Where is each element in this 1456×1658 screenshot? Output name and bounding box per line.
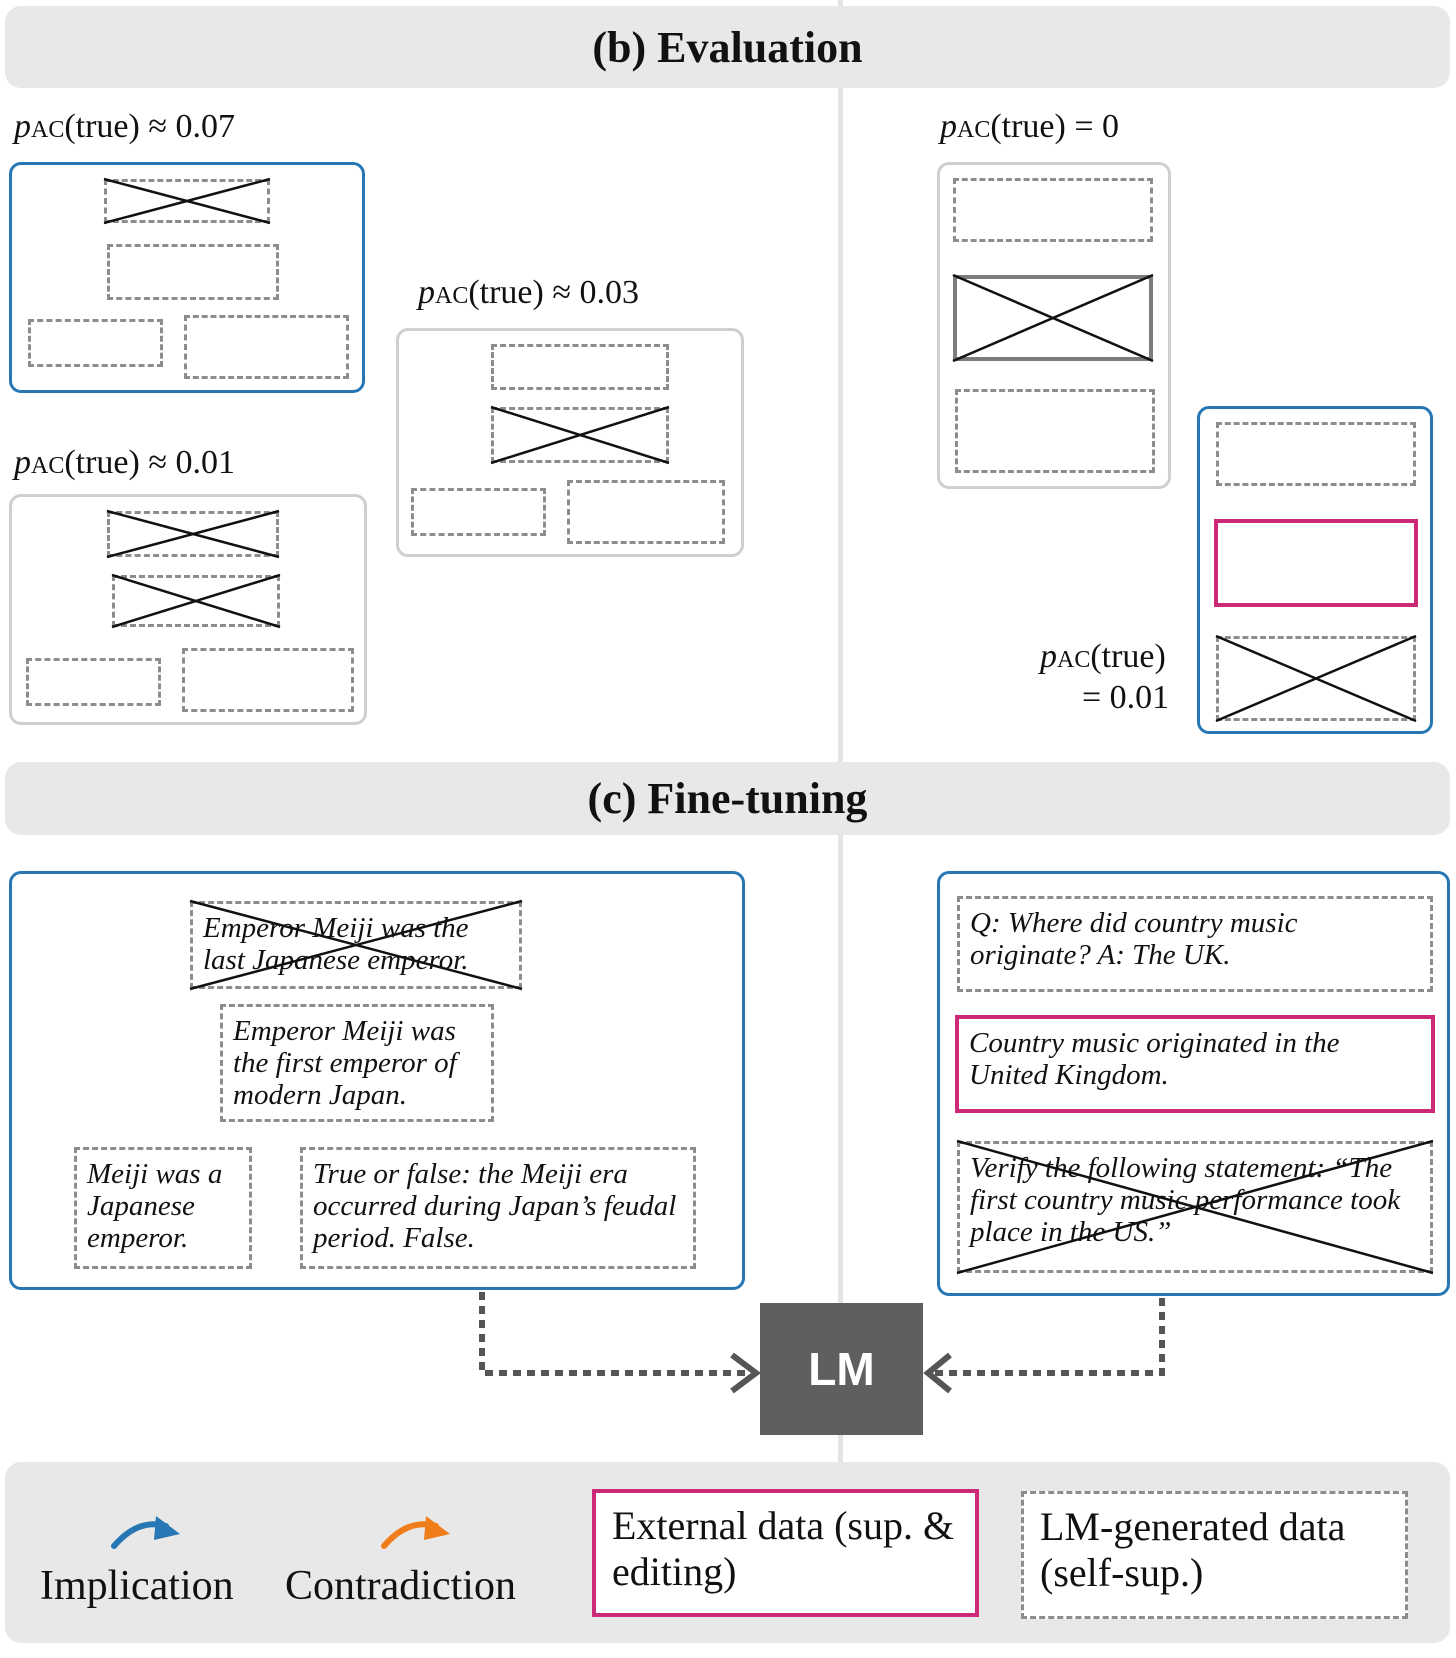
divider-evaluation [838,0,843,762]
eval-panel-b [9,494,367,725]
external-statement: Country music originated in the United K… [955,1015,1435,1113]
prob-value: (true) ≈ 0.03 [468,274,640,311]
divider-finetuning [838,835,843,1465]
prob-subscript: AC [31,117,65,143]
statement-box [1216,422,1416,486]
legend-implication: Implication [40,1563,234,1609]
finetuning-banner: (c) Fine-tuning [5,762,1450,835]
legend-lm-generated: LM-generated data (self-sup.) [1021,1491,1408,1619]
eval-panel-c [396,328,744,557]
statement-box-crossed [1216,636,1416,721]
statement-box-solid-crossed [953,275,1153,361]
statement-box [26,658,161,706]
legend-external-text: External data (sup. & editing) [612,1503,955,1594]
prob-symbol: p [940,108,957,145]
statement-box [107,244,279,300]
prob-label-5: pAC(true) [1040,640,1166,674]
prob-symbol: p [14,108,31,145]
finetuning-title: (c) Fine-tuning [587,774,868,823]
eval-panel-a [9,162,365,393]
prob-label-3: pAC(true) ≈ 0.03 [418,276,639,310]
statement-box [491,344,669,390]
prob-label-2: pAC(true) ≈ 0.01 [14,446,235,480]
right-arrow-head [923,1352,952,1394]
statement-box-crossed [104,179,270,223]
statement-box [182,648,354,712]
external-statement-box [1214,519,1418,607]
statement-crossed: Verify the following statement: “The fir… [957,1141,1433,1273]
statement-box [184,315,349,379]
legend-contradiction: Contradiction [285,1563,516,1609]
prob-value: (true) [1090,638,1166,675]
prob-subscript: AC [31,453,65,479]
statement-text: Emperor Meiji was the last Japanese empe… [203,912,469,976]
finetune-panel-right: Q: Where did country music originate? A:… [937,871,1450,1296]
prob-symbol: p [14,444,31,481]
lm-label: LM [808,1343,875,1395]
evaluation-title: (b) Evaluation [592,22,863,72]
eval-panel-e [1197,406,1433,734]
statement-box [28,319,163,367]
prob-value: (true) ≈ 0.07 [64,108,236,145]
prob-label-4: pAC(true) = 0 [940,110,1119,144]
prob-value: (true) = 0 [990,108,1120,145]
prob-label-5-line2: = 0.01 [1082,681,1169,715]
statement-box-crossed [107,511,279,557]
evaluation-banner: (b) Evaluation [5,6,1450,88]
statement: Meiji was a Japanese emperor. [74,1147,252,1269]
statement-crossed: Emperor Meiji was the last Japanese empe… [190,901,522,989]
statement-text: Country music originated in the United K… [969,1027,1340,1091]
lm-box: LM [760,1303,923,1435]
prob-value: (true) ≈ 0.01 [64,444,236,481]
left-arrow-path [479,1292,752,1376]
prob-label-1: pAC(true) ≈ 0.07 [14,110,235,144]
prob-subscript: AC [435,283,469,309]
statement-text: Q: Where did country music originate? A:… [970,907,1298,971]
statement: Emperor Meiji was the first emperor of m… [220,1004,494,1122]
prob-symbol: p [418,274,435,311]
finetune-panel-left: Emperor Meiji was the last Japanese empe… [9,871,745,1290]
statement-box [567,480,725,544]
statement-text: Verify the following statement: “The fir… [970,1152,1401,1248]
right-arrow-path [932,1298,1165,1376]
prob-subscript: AC [957,117,991,143]
statement-box [955,389,1155,473]
legend-external-data: External data (sup. & editing) [592,1489,979,1617]
statement-box-crossed [491,407,669,463]
legend-lm-text: LM-generated data (self-sup.) [1040,1504,1346,1595]
statement-box-crossed [112,575,280,627]
statement-text: True or false: the Meiji era occurred du… [313,1158,677,1254]
statement-box [953,178,1153,242]
statement-text: Meiji was a Japanese emperor. [87,1158,223,1254]
statement-box [411,488,546,536]
prob-subscript: AC [1057,647,1091,673]
statement-text: Emperor Meiji was the first emperor of m… [233,1015,457,1111]
statement: Q: Where did country music originate? A:… [957,896,1433,992]
eval-panel-d [937,162,1171,489]
statement: True or false: the Meiji era occurred du… [300,1147,696,1269]
prob-value: = 0.01 [1082,679,1170,716]
prob-symbol: p [1040,638,1057,675]
left-arrow-head [730,1352,761,1394]
